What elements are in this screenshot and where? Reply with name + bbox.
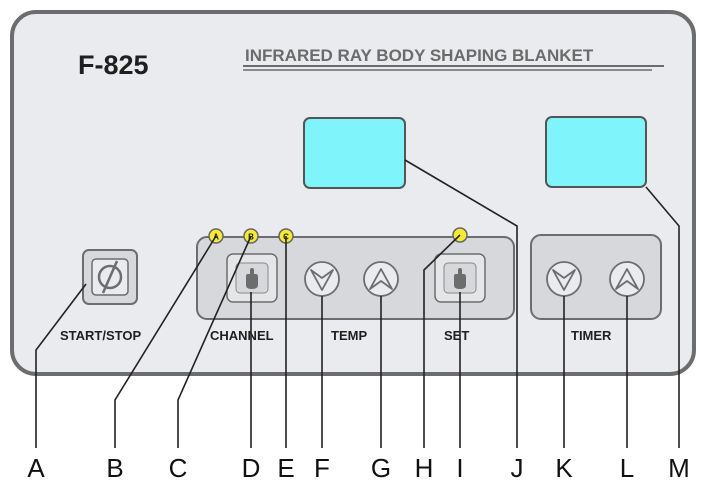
channel-label: CHANNEL (210, 328, 274, 343)
callout-label: K (555, 453, 573, 482)
timer-label: TIMER (571, 328, 612, 343)
leader-line-j (404, 159, 518, 448)
callout-label: B (106, 453, 123, 482)
chevron-down-icon (552, 269, 576, 291)
callout-label: M (668, 453, 690, 482)
model-number: F-825 (78, 50, 149, 80)
touch-icon (454, 268, 466, 289)
set-label: SET (444, 328, 469, 343)
power-icon-slash (101, 260, 119, 294)
leader-line-b (114, 235, 217, 448)
chevron-down-icon (310, 269, 334, 291)
temp-label: TEMP (331, 328, 367, 343)
start-stop-label: START/STOP (60, 328, 141, 343)
callout-label: G (371, 453, 391, 482)
leader-line-h (423, 234, 461, 448)
leader-lines (35, 159, 680, 448)
leader-line-a (35, 283, 87, 448)
product-title: INFRARED RAY BODY SHAPING BLANKET (245, 46, 594, 65)
callout-label: H (415, 453, 434, 482)
callout-label: E (277, 453, 294, 482)
leader-line-m (645, 186, 680, 448)
timer-display (545, 116, 647, 188)
callout-label: I (456, 453, 463, 482)
chevron-up-icon (615, 268, 639, 290)
callout-label: A (27, 453, 45, 482)
chevron-up-icon (369, 268, 393, 290)
temperature-display (303, 117, 406, 189)
leader-line-c (177, 235, 252, 448)
callout-label: C (169, 453, 188, 482)
callout-label: L (620, 453, 634, 482)
power-icon (97, 264, 123, 290)
callout-label: F (314, 453, 330, 482)
touch-icon (246, 268, 258, 289)
callout-label: D (242, 453, 261, 482)
panel-body (10, 10, 696, 376)
callout-label: J (511, 453, 524, 482)
